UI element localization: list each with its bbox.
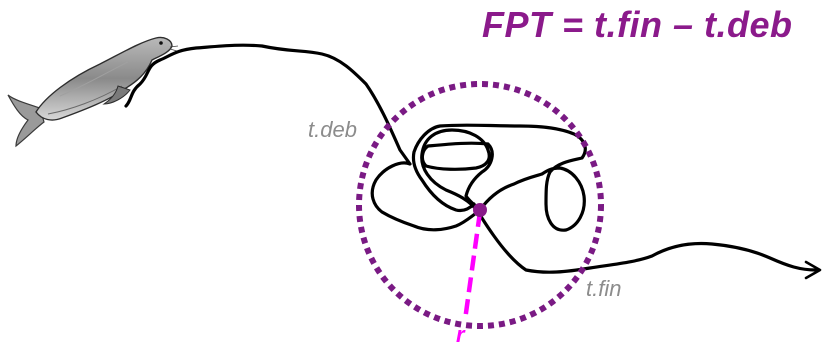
- movement-track: [124, 43, 818, 274]
- radius-line: [462, 211, 483, 321]
- seal-icon: [7, 36, 179, 148]
- center-point: [473, 203, 487, 217]
- search-circle: [356, 81, 604, 329]
- track-arrowhead-icon: [804, 260, 822, 280]
- start-time-label: t.deb: [308, 117, 357, 142]
- radius-label: r: [456, 322, 465, 347]
- end-time-label: t.fin: [586, 276, 622, 301]
- fpt-formula: FPT = t.fin – t.deb: [482, 4, 793, 45]
